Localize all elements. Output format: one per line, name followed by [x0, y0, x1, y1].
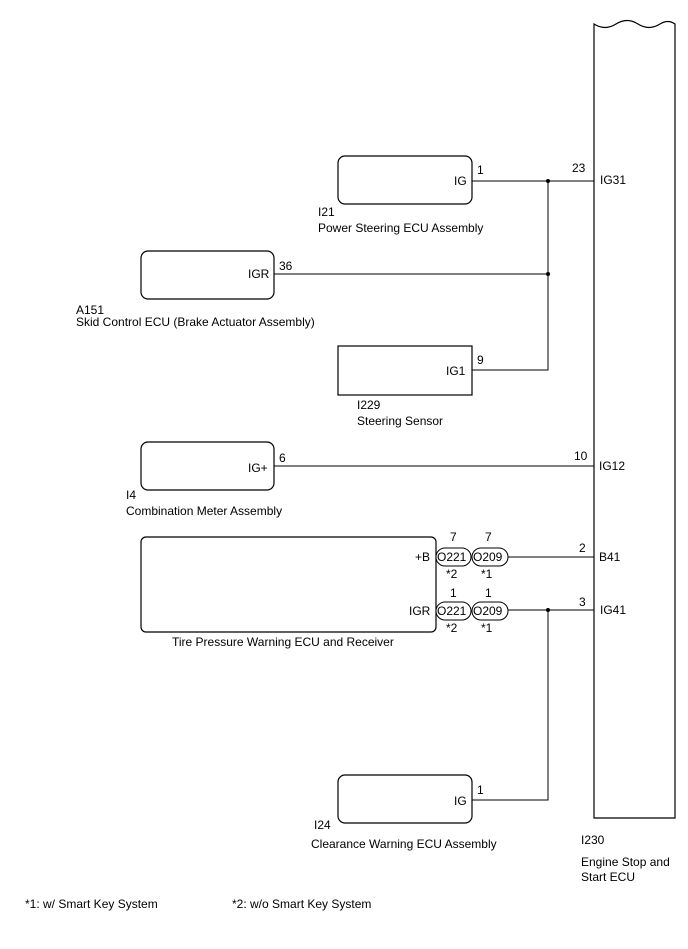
clearance-warning-ecu: IG 1 I24 Clearance Warning ECU Assembly	[311, 774, 497, 851]
connector-o209-label: O209	[473, 604, 503, 618]
clearance-warning-pin: 1	[477, 783, 484, 797]
steering-sensor-box	[337, 345, 473, 396]
connector-o209-note: *1	[481, 621, 493, 635]
junction-dot	[546, 608, 550, 612]
connector-o209	[471, 601, 509, 621]
steering-sensor-name: Steering Sensor	[357, 414, 443, 428]
steering-sensor-pin: 9	[477, 353, 484, 367]
combination-meter-code: I4	[126, 488, 136, 502]
wire-ig31-bus	[472, 181, 549, 371]
ecu-pin-10: 10	[574, 449, 588, 463]
steering-sensor-code: I229	[357, 398, 381, 412]
combination-meter: IG+ 6 I4 Combination Meter Assembly	[126, 441, 286, 518]
tire-pressure-terminal-b: +B	[415, 550, 430, 564]
connector-o221-pin: 1	[450, 586, 457, 600]
ecu-main-code: I230	[581, 833, 605, 847]
footnote-no-smart-key: *2: w/o Smart Key System	[232, 897, 371, 911]
connector-o221-note: *2	[446, 567, 458, 581]
steering-sensor-terminal: IG1	[446, 364, 466, 378]
power-steering-pin: 1	[477, 163, 484, 177]
ecu-main-name-line2: Start ECU	[581, 870, 635, 884]
clearance-warning-code: I24	[314, 818, 331, 832]
ecu-pin-3: 3	[579, 595, 586, 609]
tire-pressure-terminal-igr: IGR	[409, 604, 431, 618]
connector-o209-pin: 1	[485, 586, 492, 600]
connector-row-igr: O221 O209 1 1 *2 *1	[435, 586, 509, 635]
connector-o221-label: O221	[437, 550, 467, 564]
skid-control-pin: 36	[279, 259, 293, 273]
ecu-main-body	[593, 19, 676, 819]
ecu-terminal-b41: B41	[599, 550, 621, 564]
combination-meter-pin: 6	[279, 451, 286, 465]
clearance-warning-box	[337, 774, 473, 824]
wire-ig41-clearance	[472, 610, 549, 801]
power-steering-terminal: IG	[454, 174, 467, 188]
connector-o221-pin: 7	[450, 530, 457, 544]
tire-pressure-box	[140, 536, 437, 633]
connector-o209	[471, 547, 509, 567]
power-steering-name: Power Steering ECU Assembly	[318, 221, 483, 235]
skid-control-code: A151	[76, 303, 104, 317]
power-steering-code: I21	[318, 205, 335, 219]
combination-meter-terminal: IG+	[248, 461, 268, 475]
ecu-terminal-ig12: IG12	[599, 459, 625, 473]
connector-o209-label: O209	[473, 550, 503, 564]
junction-dot	[546, 179, 550, 183]
tire-pressure-ecu: +B IGR Tire Pressure Warning ECU and Rec…	[140, 536, 437, 649]
skid-control-terminal: IGR	[248, 267, 270, 281]
connector-o209-pin: 7	[485, 530, 492, 544]
tire-pressure-name: Tire Pressure Warning ECU and Receiver	[172, 635, 394, 649]
steering-sensor: IG1 9 I229 Steering Sensor	[337, 345, 484, 428]
combination-meter-name: Combination Meter Assembly	[126, 504, 282, 518]
connector-row-b: O221 O209 7 7 *2 *1	[435, 530, 509, 581]
connector-o221-note: *2	[446, 621, 458, 635]
ecu-terminal-ig31: IG31	[600, 173, 626, 187]
ecu-terminal-ig41: IG41	[600, 603, 626, 617]
skid-control-name: Skid Control ECU (Brake Actuator Assembl…	[76, 315, 315, 329]
connector-o209-note: *1	[481, 567, 493, 581]
ecu-pin-23: 23	[572, 161, 586, 175]
combination-meter-box	[140, 441, 275, 491]
skid-control-box	[140, 250, 275, 300]
connector-o221	[435, 547, 472, 567]
wires	[274, 179, 594, 801]
skid-control-ecu: IGR 36 A151 Skid Control ECU (Brake Actu…	[76, 250, 315, 329]
footnotes: *1: w/ Smart Key System *2: w/o Smart Ke…	[25, 897, 371, 911]
power-steering-box	[337, 155, 473, 205]
ecu-main-name-line1: Engine Stop and	[581, 855, 670, 869]
clearance-warning-terminal: IG	[454, 794, 467, 808]
engine-stop-start-ecu: I230 Engine Stop and Start ECU IG31 IG12…	[572, 19, 676, 884]
clearance-warning-name: Clearance Warning ECU Assembly	[311, 837, 497, 851]
junction-dot	[546, 272, 550, 276]
connector-o221-label: O221	[437, 604, 467, 618]
connector-o221	[435, 601, 472, 621]
power-steering-ecu: IG 1 I21 Power Steering ECU Assembly	[318, 155, 484, 235]
footnote-smart-key: *1: w/ Smart Key System	[25, 897, 158, 911]
ecu-pin-2: 2	[579, 541, 586, 555]
